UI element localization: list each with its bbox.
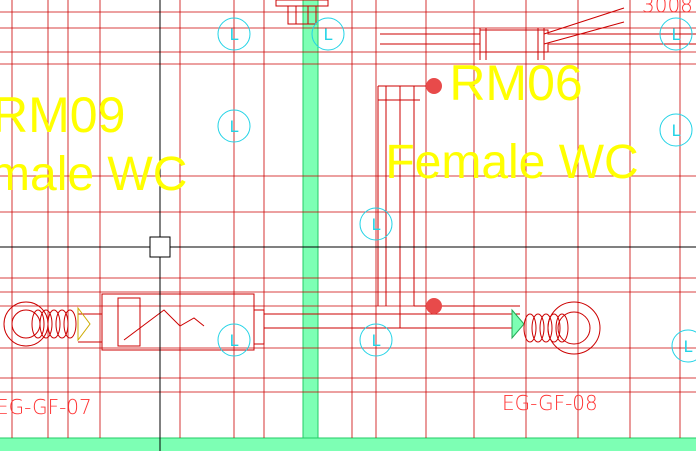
- svg-text:L: L: [324, 25, 333, 44]
- right-flex-coil: [511, 301, 601, 355]
- lamp-icon: L: [311, 17, 345, 51]
- heater-unit: [78, 293, 265, 351]
- room-name: Female WC: [385, 136, 638, 189]
- svg-text:L: L: [230, 331, 239, 350]
- grid-lines: [0, 0, 696, 438]
- equipment-tag: EG-GF-08: [502, 391, 598, 415]
- vertical-duct-riser: [377, 85, 434, 328]
- lamp-icon: L: [359, 207, 393, 241]
- svg-text:L: L: [372, 331, 381, 350]
- svg-text:L: L: [684, 337, 693, 356]
- room-number: RM09: [0, 87, 125, 143]
- duct-node-upper: [426, 78, 442, 94]
- lamp-icon: L: [217, 109, 251, 143]
- duct-nodes: [426, 78, 442, 314]
- left-flex-coil: [3, 301, 91, 347]
- equipment-tag: EG-GF-07: [0, 395, 92, 419]
- room-rm09-label: RM09 Female WC: [0, 87, 187, 201]
- lamp-symbols: L L L L L L L: [217, 17, 696, 363]
- room-rm06-label: RM06 Female WC: [385, 55, 638, 189]
- top-right-duct: [380, 7, 696, 60]
- lamp-icon: L: [659, 17, 693, 51]
- green-vertical-band: [302, 0, 319, 438]
- lamp-icon: L: [671, 329, 696, 363]
- top-duct-fitting: [275, 0, 329, 25]
- top-right-dimension-text: 3008: [642, 0, 693, 17]
- svg-text:L: L: [672, 25, 681, 44]
- svg-text:L: L: [230, 117, 239, 136]
- lamp-icon: L: [659, 113, 693, 147]
- svg-text:L: L: [230, 25, 239, 44]
- lamp-icon: L: [217, 17, 251, 51]
- lamp-icon: L: [359, 323, 393, 357]
- lamp-icon: L: [217, 323, 251, 357]
- svg-text:L: L: [372, 215, 381, 234]
- green-bottom-band: [0, 437, 696, 451]
- room-name: Female WC: [0, 148, 187, 201]
- room-number: RM06: [449, 55, 582, 111]
- duct-node-lower: [426, 298, 442, 314]
- svg-text:L: L: [672, 121, 681, 140]
